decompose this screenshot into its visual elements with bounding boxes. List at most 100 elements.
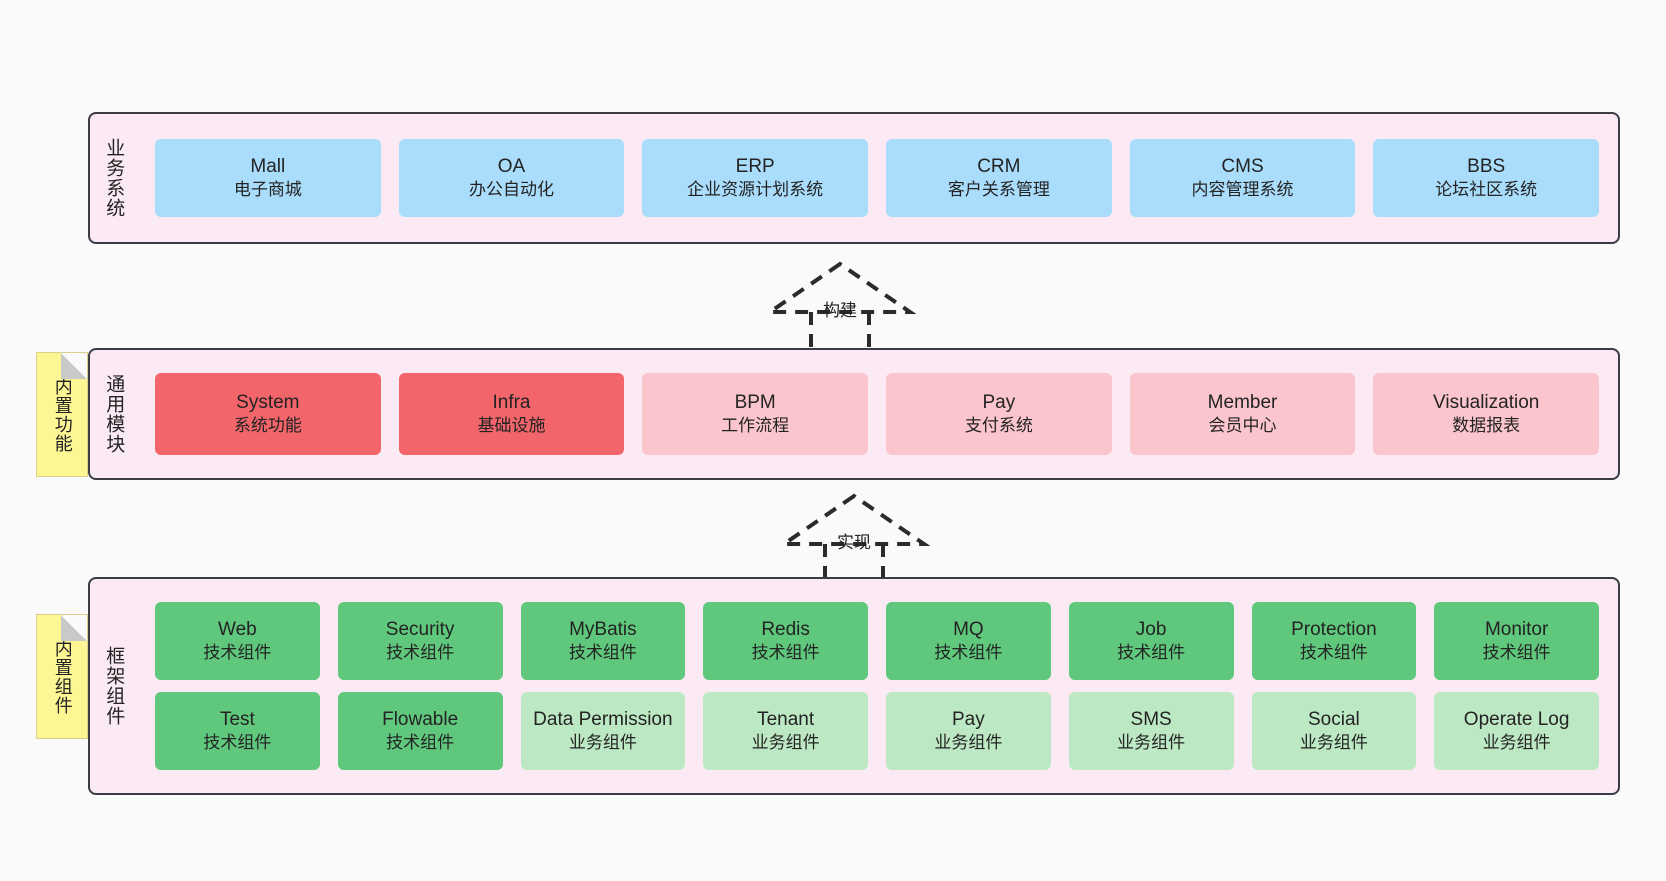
node-infra[interactable]: Infra 基础设施 <box>398 373 625 455</box>
node-social[interactable]: Social 业务组件 <box>1251 692 1417 770</box>
node-subtitle: 技术组件 <box>751 643 820 663</box>
node-subtitle: 技术组件 <box>1482 643 1551 663</box>
node-subtitle: 内容管理系统 <box>1191 180 1294 200</box>
node-title: MQ <box>953 618 984 640</box>
layer-common-modules: 通用模块 System 系统功能 Infra 基础设施 BPM 工作流程 Pay… <box>88 348 1620 480</box>
node-protection[interactable]: Protection 技术组件 <box>1251 602 1417 680</box>
node-subtitle: 技术组件 <box>1299 643 1368 663</box>
layer-body-framework-components: Web 技术组件 Security 技术组件 MyBatis 技术组件 Redi… <box>136 579 1618 793</box>
node-subtitle: 支付系统 <box>964 416 1033 436</box>
node-subtitle: 技术组件 <box>1117 643 1186 663</box>
node-sms[interactable]: SMS 业务组件 <box>1068 692 1234 770</box>
node-pay-module[interactable]: Pay 支付系统 <box>886 373 1112 455</box>
sticky-note-builtin-components: 内置组件 <box>36 614 88 739</box>
connector-shaft <box>809 312 871 353</box>
node-title: Infra <box>492 391 531 413</box>
node-subtitle: 基础设施 <box>477 416 546 436</box>
node-title: CRM <box>977 155 1021 177</box>
node-title: Security <box>385 618 455 640</box>
node-mall[interactable]: Mall 电子商城 <box>155 139 381 217</box>
node-security[interactable]: Security 技术组件 <box>337 602 503 680</box>
node-title: Redis <box>761 618 810 640</box>
node-title: Flowable <box>382 708 459 730</box>
node-tenant[interactable]: Tenant 业务组件 <box>703 692 868 770</box>
node-cms[interactable]: CMS 内容管理系统 <box>1129 139 1356 217</box>
node-crm[interactable]: CRM 客户关系管理 <box>886 139 1112 217</box>
node-subtitle: 电子商城 <box>233 180 302 200</box>
node-operate-log[interactable]: Operate Log 业务组件 <box>1434 692 1599 770</box>
node-subtitle: 工作流程 <box>721 416 790 436</box>
node-subtitle: 技术组件 <box>203 733 272 753</box>
connector-label-build: 构建 <box>823 301 857 320</box>
node-subtitle: 业务组件 <box>751 733 820 753</box>
node-title: Job <box>1135 618 1167 640</box>
node-title: Mall <box>250 155 286 177</box>
connector-build: 构建 <box>755 258 925 353</box>
node-subtitle: 办公自动化 <box>469 180 554 200</box>
sticky-note-label: 内置组件 <box>52 638 73 715</box>
node-title: Pay <box>952 708 985 730</box>
node-subtitle: 业务组件 <box>1482 733 1551 753</box>
node-subtitle: 客户关系管理 <box>947 180 1050 200</box>
framework-row-business: Test 技术组件 Flowable 技术组件 Data Permission … <box>146 692 1608 770</box>
node-web[interactable]: Web 技术组件 <box>155 602 320 680</box>
node-visualization[interactable]: Visualization 数据报表 <box>1373 373 1600 455</box>
node-pay-component[interactable]: Pay 业务组件 <box>886 692 1051 770</box>
node-subtitle: 企业资源计划系统 <box>687 180 824 200</box>
node-bbs[interactable]: BBS 论坛社区系统 <box>1373 139 1600 217</box>
node-title: System <box>236 391 300 413</box>
sticky-fold-icon <box>61 615 87 641</box>
node-redis[interactable]: Redis 技术组件 <box>703 602 868 680</box>
layer-business-systems: 业务系统 Mall 电子商城 OA 办公自动化 ERP 企业资源计划系统 CRM… <box>88 112 1620 244</box>
node-subtitle: 业务组件 <box>934 733 1003 753</box>
node-subtitle: 业务组件 <box>1299 733 1368 753</box>
layer-framework-components: 框架组件 Web 技术组件 Security 技术组件 MyBatis 技术组件… <box>88 577 1620 795</box>
layer-body-business-systems: Mall 电子商城 OA 办公自动化 ERP 企业资源计划系统 CRM 客户关系… <box>136 114 1618 242</box>
node-title: Protection <box>1291 618 1377 640</box>
node-subtitle: 数据报表 <box>1452 416 1521 436</box>
connector-label-implement: 实现 <box>837 533 871 552</box>
node-system[interactable]: System 系统功能 <box>155 373 381 455</box>
node-mybatis[interactable]: MyBatis 技术组件 <box>520 602 686 680</box>
node-title: CMS <box>1221 155 1264 177</box>
node-data-permission[interactable]: Data Permission 业务组件 <box>520 692 686 770</box>
node-oa[interactable]: OA 办公自动化 <box>398 139 625 217</box>
node-test[interactable]: Test 技术组件 <box>155 692 320 770</box>
node-subtitle: 论坛社区系统 <box>1435 180 1538 200</box>
node-title: Visualization <box>1433 391 1540 413</box>
node-flowable[interactable]: Flowable 技术组件 <box>337 692 503 770</box>
node-member[interactable]: Member 会员中心 <box>1129 373 1356 455</box>
node-subtitle: 业务组件 <box>568 733 637 753</box>
node-job[interactable]: Job 技术组件 <box>1068 602 1234 680</box>
connector-implement: 实现 <box>769 490 939 585</box>
node-subtitle: 技术组件 <box>934 643 1003 663</box>
node-title: Test <box>219 708 255 730</box>
node-title: MyBatis <box>569 618 637 640</box>
node-subtitle: 技术组件 <box>386 733 455 753</box>
node-title: SMS <box>1130 708 1172 730</box>
layer-label-business-systems: 业务系统 <box>103 138 125 218</box>
node-title: Web <box>218 618 257 640</box>
node-subtitle: 系统功能 <box>233 416 302 436</box>
node-title: Social <box>1308 708 1360 730</box>
framework-row-technical: Web 技术组件 Security 技术组件 MyBatis 技术组件 Redi… <box>146 602 1608 680</box>
node-subtitle: 会员中心 <box>1208 416 1277 436</box>
node-title: BBS <box>1467 155 1506 177</box>
sticky-note-label: 内置功能 <box>52 376 73 453</box>
node-title: Monitor <box>1484 618 1549 640</box>
generalization-arrowhead <box>763 261 917 314</box>
node-title: Operate Log <box>1463 708 1570 730</box>
node-monitor[interactable]: Monitor 技术组件 <box>1434 602 1599 680</box>
sticky-fold-icon <box>61 353 87 379</box>
node-subtitle: 业务组件 <box>1117 733 1186 753</box>
node-bpm[interactable]: BPM 工作流程 <box>642 373 869 455</box>
node-mq[interactable]: MQ 技术组件 <box>886 602 1051 680</box>
layer-label-common-modules: 通用模块 <box>103 374 125 454</box>
node-title: Pay <box>982 391 1016 413</box>
node-subtitle: 技术组件 <box>386 643 455 663</box>
generalization-arrowhead <box>777 493 931 546</box>
node-erp[interactable]: ERP 企业资源计划系统 <box>642 139 869 217</box>
node-title: Member <box>1207 391 1278 413</box>
node-subtitle: 技术组件 <box>568 643 637 663</box>
